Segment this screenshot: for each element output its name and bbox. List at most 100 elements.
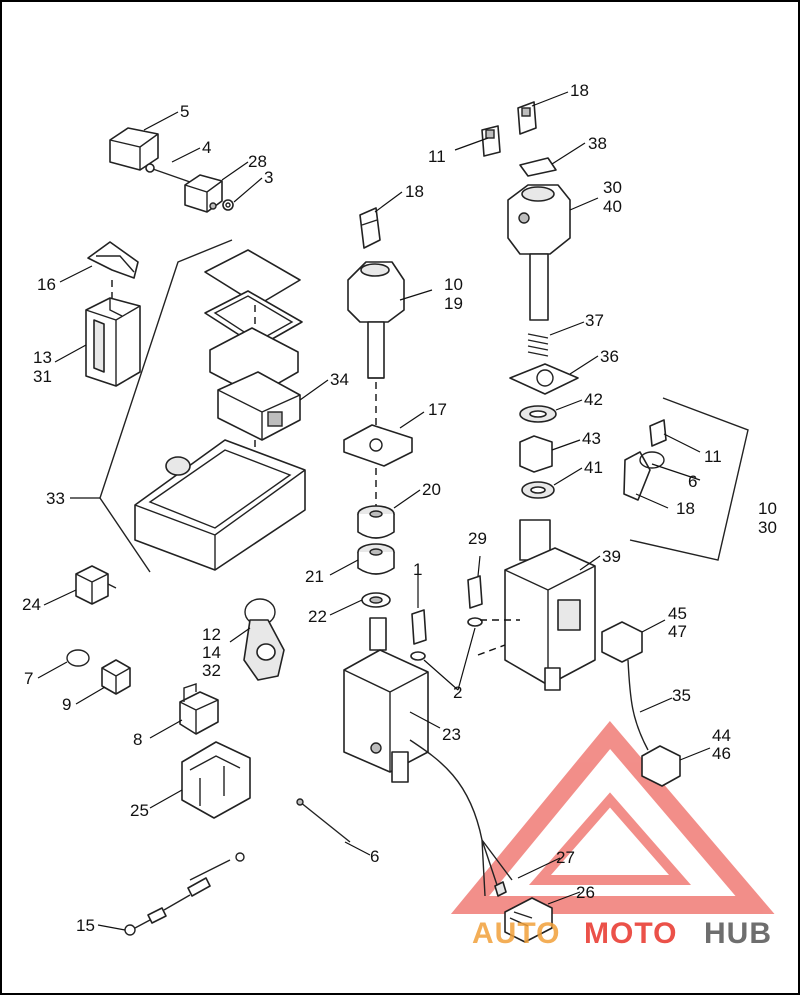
label-5: 5: [180, 102, 189, 121]
watermark-moto: MOTO: [584, 917, 677, 950]
label-20: 20: [422, 480, 441, 499]
part-ring-41: [521, 481, 555, 499]
part-relay-13: [85, 297, 141, 387]
part-plates: [204, 249, 303, 397]
label-36: 36: [600, 347, 619, 366]
label-39: 39: [602, 547, 621, 566]
part-relay-8: [179, 683, 219, 735]
label-45: 45: [668, 604, 687, 623]
part-housing-43: [519, 435, 553, 473]
label-21: 21: [305, 567, 324, 586]
part-bracket-25: [181, 741, 251, 819]
watermark-hub: HUB: [704, 917, 772, 950]
part-ring-7: [66, 649, 90, 667]
label-17: 17: [428, 400, 447, 419]
label-6-right: 6: [688, 472, 697, 491]
label-29: 29: [468, 529, 487, 548]
label-43: 43: [582, 429, 601, 448]
label-1: 1: [413, 560, 422, 579]
part-cap-30: [507, 184, 571, 321]
label-8: 8: [133, 730, 142, 749]
part-sensor-24: [75, 565, 117, 605]
label-10-center: 10: [444, 275, 463, 294]
part-plate-38: [519, 157, 557, 177]
label-40: 40: [603, 197, 622, 216]
label-19: 19: [444, 294, 463, 313]
part-key-11-right: [649, 419, 667, 447]
part-module-34: [217, 371, 301, 441]
part-plate-36: [509, 363, 579, 395]
label-42: 42: [584, 390, 603, 409]
label-32: 32: [202, 661, 221, 680]
part-switch-39: [504, 519, 596, 691]
part-key-11-top: [481, 125, 501, 157]
label-26: 26: [576, 883, 595, 902]
label-47: 47: [668, 622, 687, 641]
watermark-logo: [450, 720, 775, 914]
part-key-18-center: [359, 207, 381, 249]
label-35: 35: [672, 686, 691, 705]
label-11-top: 11: [428, 147, 446, 166]
part-connector-44: [641, 745, 681, 787]
label-4: 4: [202, 138, 211, 157]
label-24: 24: [22, 595, 41, 614]
label-30-right: 30: [758, 518, 777, 537]
leader-lines: [37, 91, 711, 931]
label-41: 41: [584, 458, 603, 477]
part-bushing-20: [357, 505, 395, 539]
part-switch-23: [343, 617, 429, 783]
part-plug-9: [101, 659, 131, 695]
part-harness-35: [627, 659, 649, 751]
part-screw-29: [467, 575, 483, 609]
label-25: 25: [130, 801, 149, 820]
label-13: 13: [33, 348, 52, 367]
label-22: 22: [308, 607, 327, 626]
part-cap-10: [347, 261, 405, 379]
part-screw-1: [411, 609, 427, 645]
label-23: 23: [442, 725, 461, 744]
part-connector-26: [504, 897, 553, 943]
watermark-text: AUTO MOTO HUB: [472, 917, 772, 950]
label-44: 44: [712, 726, 731, 745]
watermark-auto: AUTO: [472, 917, 560, 950]
label-34: 34: [330, 370, 349, 389]
bracket-10-30: [629, 397, 749, 561]
label-12: 12: [202, 625, 221, 644]
label-2: 2: [453, 683, 462, 702]
part-fob-6: [623, 451, 665, 501]
part-box-33: [134, 439, 306, 571]
part-clip-16: [87, 241, 139, 279]
part-cap-5: [109, 127, 159, 171]
label-46: 46: [712, 744, 731, 763]
label-14: 14: [202, 643, 221, 662]
label-3: 3: [264, 168, 273, 187]
part-washer-22: [361, 592, 391, 608]
label-18-top: 18: [570, 81, 589, 100]
part-spring-37: [527, 333, 549, 357]
part-pin-4: [145, 163, 191, 183]
label-31: 31: [33, 367, 52, 386]
label-18-right: 18: [676, 499, 695, 518]
label-15: 15: [76, 916, 95, 935]
part-bushing-21: [357, 543, 395, 575]
label-18-center: 18: [405, 182, 424, 201]
label-37: 37: [585, 311, 604, 330]
bracket-33: [99, 239, 233, 573]
part-tag-12: [243, 598, 285, 681]
label-10-right: 10: [758, 499, 777, 518]
part-nut-3: [222, 199, 234, 211]
label-6-center: 6: [370, 847, 379, 866]
label-33: 33: [46, 489, 65, 508]
part-block-28: [184, 174, 223, 213]
part-key-18-top: [517, 101, 537, 135]
label-28: 28: [248, 152, 267, 171]
part-connector-45: [601, 621, 643, 663]
label-30-top: 30: [603, 178, 622, 197]
part-harness-23: [409, 739, 513, 897]
part-cable-15: [124, 852, 245, 936]
label-11-right: 11: [704, 447, 722, 466]
part-ring-42: [519, 405, 557, 423]
part-plate-17: [343, 424, 413, 467]
label-38: 38: [588, 134, 607, 153]
